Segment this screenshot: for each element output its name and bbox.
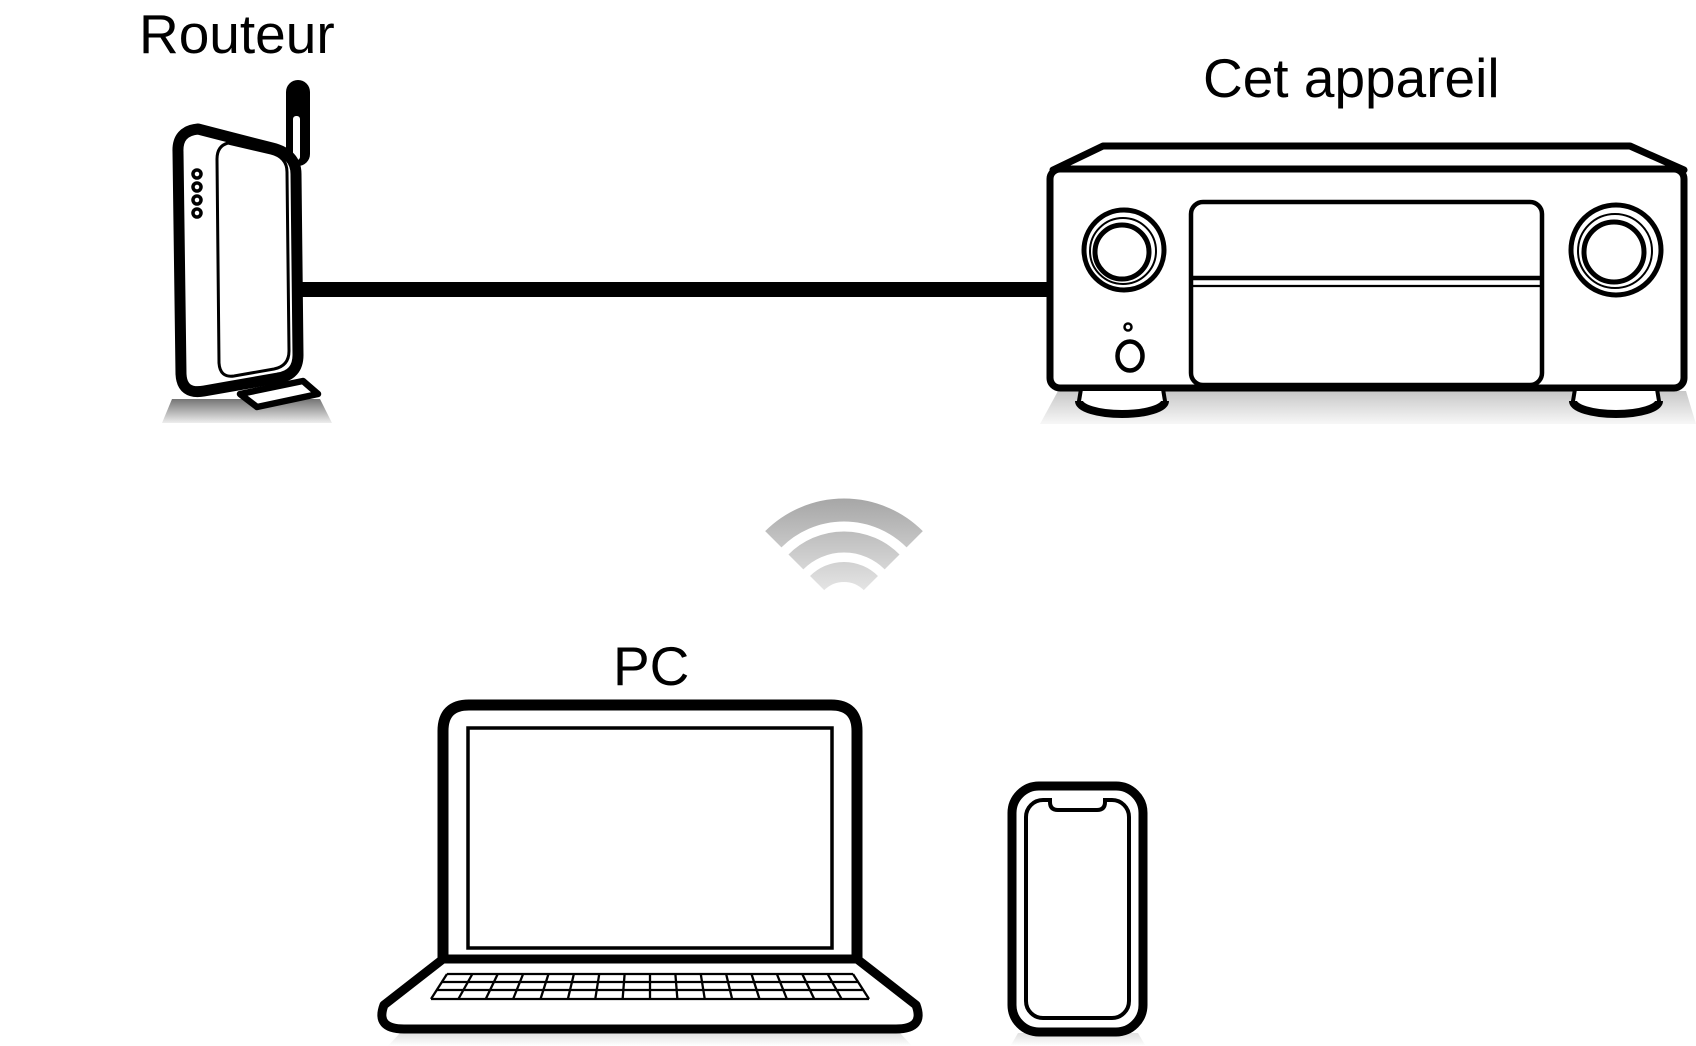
- receiver-right-knob-icon: [1568, 202, 1664, 298]
- laptop-icon: [377, 699, 923, 1034]
- lan-cable: [300, 282, 1052, 297]
- wifi-signal-icon: [765, 498, 923, 591]
- smartphone-icon: [1007, 781, 1148, 1037]
- laptop-shadow: [388, 1033, 912, 1046]
- smartphone-screen: [1024, 798, 1131, 1020]
- receiver-left-knob-icon: [1081, 207, 1167, 293]
- receiver-right-foot: [1569, 387, 1663, 418]
- wifi-arc-outer: [765, 498, 923, 548]
- laptop-keyboard-icon: [430, 972, 870, 1001]
- router-led-icons: [191, 168, 203, 219]
- router-icon: [172, 80, 322, 411]
- router-stand: [236, 377, 322, 411]
- receiver-left-foot: [1075, 387, 1169, 418]
- router-label: Routeur: [139, 3, 335, 65]
- wifi-arc-inner: [810, 561, 878, 591]
- router-antenna-icon: [286, 80, 310, 166]
- av-receiver-icon: [1046, 142, 1688, 418]
- receiver-shadow: [1040, 391, 1696, 424]
- receiver-led-icon: [1123, 322, 1133, 332]
- receiver-power-button-icon: [1115, 339, 1145, 373]
- pc-label: PC: [613, 635, 689, 697]
- laptop-screen: [466, 726, 834, 950]
- smartphone-notch-icon: [1048, 798, 1107, 812]
- receiver-display: [1188, 199, 1545, 388]
- router-shadow: [162, 399, 332, 423]
- smartphone-notch-mask: [1050, 795, 1105, 804]
- receiver-label: Cet appareil: [1203, 47, 1500, 109]
- wifi-arc-middle: [788, 531, 900, 570]
- router-body: [172, 123, 304, 398]
- router-front-panel-line: [215, 141, 291, 378]
